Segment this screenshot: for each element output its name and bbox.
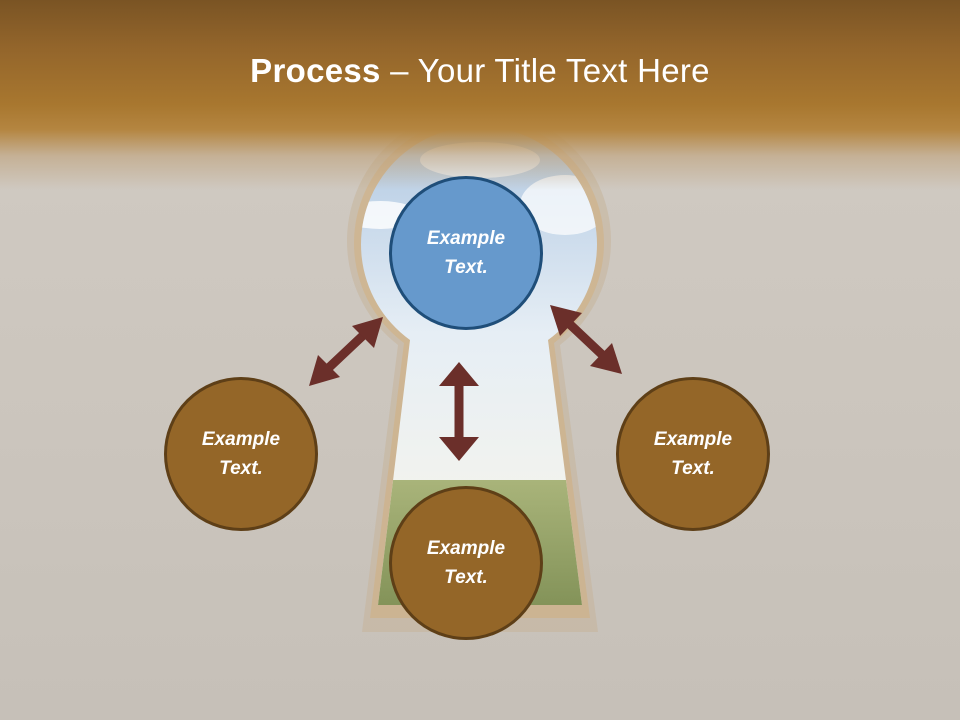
node-bottom-text: Example Text. — [426, 538, 506, 588]
node-top-text: Example Text. — [426, 228, 506, 278]
title-rest: – Your Title Text Here — [380, 52, 710, 89]
page-title: Process – Your Title Text Here — [0, 52, 960, 90]
title-bold: Process — [250, 52, 381, 89]
node-top: Example Text. — [389, 176, 543, 330]
node-right-text: Example Text. — [653, 429, 733, 479]
arrow-top-right — [550, 305, 622, 374]
node-bottom: Example Text. — [389, 486, 543, 640]
arrow-vertical — [439, 362, 479, 461]
node-left-text: Example Text. — [201, 429, 281, 479]
title-bar — [0, 0, 960, 190]
arrow-top-left — [309, 317, 383, 386]
node-left: Example Text. — [164, 377, 318, 531]
node-right: Example Text. — [616, 377, 770, 531]
